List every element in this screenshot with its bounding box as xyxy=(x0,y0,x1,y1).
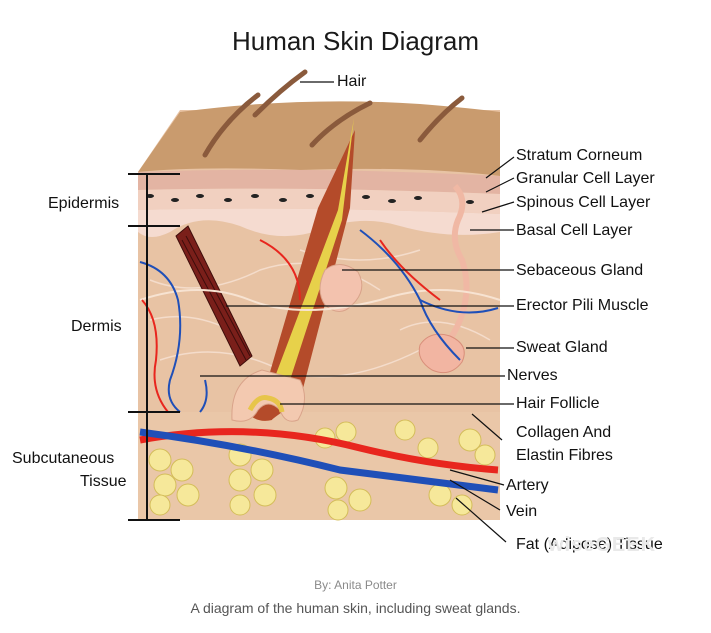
surface-hairs xyxy=(202,69,465,158)
label-sweat-gland: Sweat Gland xyxy=(516,339,608,356)
label-sebaceous-gland: Sebaceous Gland xyxy=(516,262,644,279)
watermark: wiseGEEK xyxy=(548,534,657,556)
vein-vessel xyxy=(139,428,499,494)
leader-lines xyxy=(200,81,515,543)
label-erector-pili-muscle: Erector Pili Muscle xyxy=(516,297,649,314)
label-collagen-line1: Collagen And xyxy=(516,424,612,441)
image-caption: A diagram of the human skin, including s… xyxy=(190,600,521,616)
skin-cross-section-illustration xyxy=(128,69,515,543)
label-nerves: Nerves xyxy=(507,367,558,384)
stratum-corneum xyxy=(138,169,500,194)
layer-dermis: Dermis xyxy=(71,318,122,335)
sweat-duct xyxy=(438,183,470,353)
muscle-striations xyxy=(181,235,251,361)
skin-diagram: Human Skin Diagram Hair Stratum Corneum … xyxy=(12,26,663,556)
label-fat-tissue: Fat (Adipose) Tissue xyxy=(516,536,663,553)
fat-cells xyxy=(148,419,496,521)
label-hair: Hair xyxy=(337,73,367,90)
label-stratum-corneum: Stratum Corneum xyxy=(516,147,643,164)
hair-bulb xyxy=(247,395,285,413)
layer-subcutaneous-line2: Tissue xyxy=(80,473,127,490)
erector-pili-muscle xyxy=(175,225,253,367)
label-artery: Artery xyxy=(506,477,549,494)
layer-bracket xyxy=(128,173,180,521)
label-granular-cell-layer: Granular Cell Layer xyxy=(516,170,655,187)
artery-vessel xyxy=(139,428,499,474)
diagram-title: Human Skin Diagram xyxy=(231,26,480,56)
nerve-fibre xyxy=(139,289,501,311)
label-spinous-cell-layer: Spinous Cell Layer xyxy=(516,194,651,211)
label-hair-follicle: Hair Follicle xyxy=(516,395,600,412)
label-collagen-line2: Elastin Fibres xyxy=(516,447,613,464)
layer-subcutaneous-line1: Subcutaneous xyxy=(12,450,115,467)
image-credit: By: Anita Potter xyxy=(314,578,397,592)
hair-shaft xyxy=(239,130,355,421)
label-vein: Vein xyxy=(506,503,538,520)
layer-epidermis: Epidermis xyxy=(48,195,120,212)
granular-layer xyxy=(138,188,500,214)
label-basal-cell-layer: Basal Cell Layer xyxy=(516,222,633,239)
